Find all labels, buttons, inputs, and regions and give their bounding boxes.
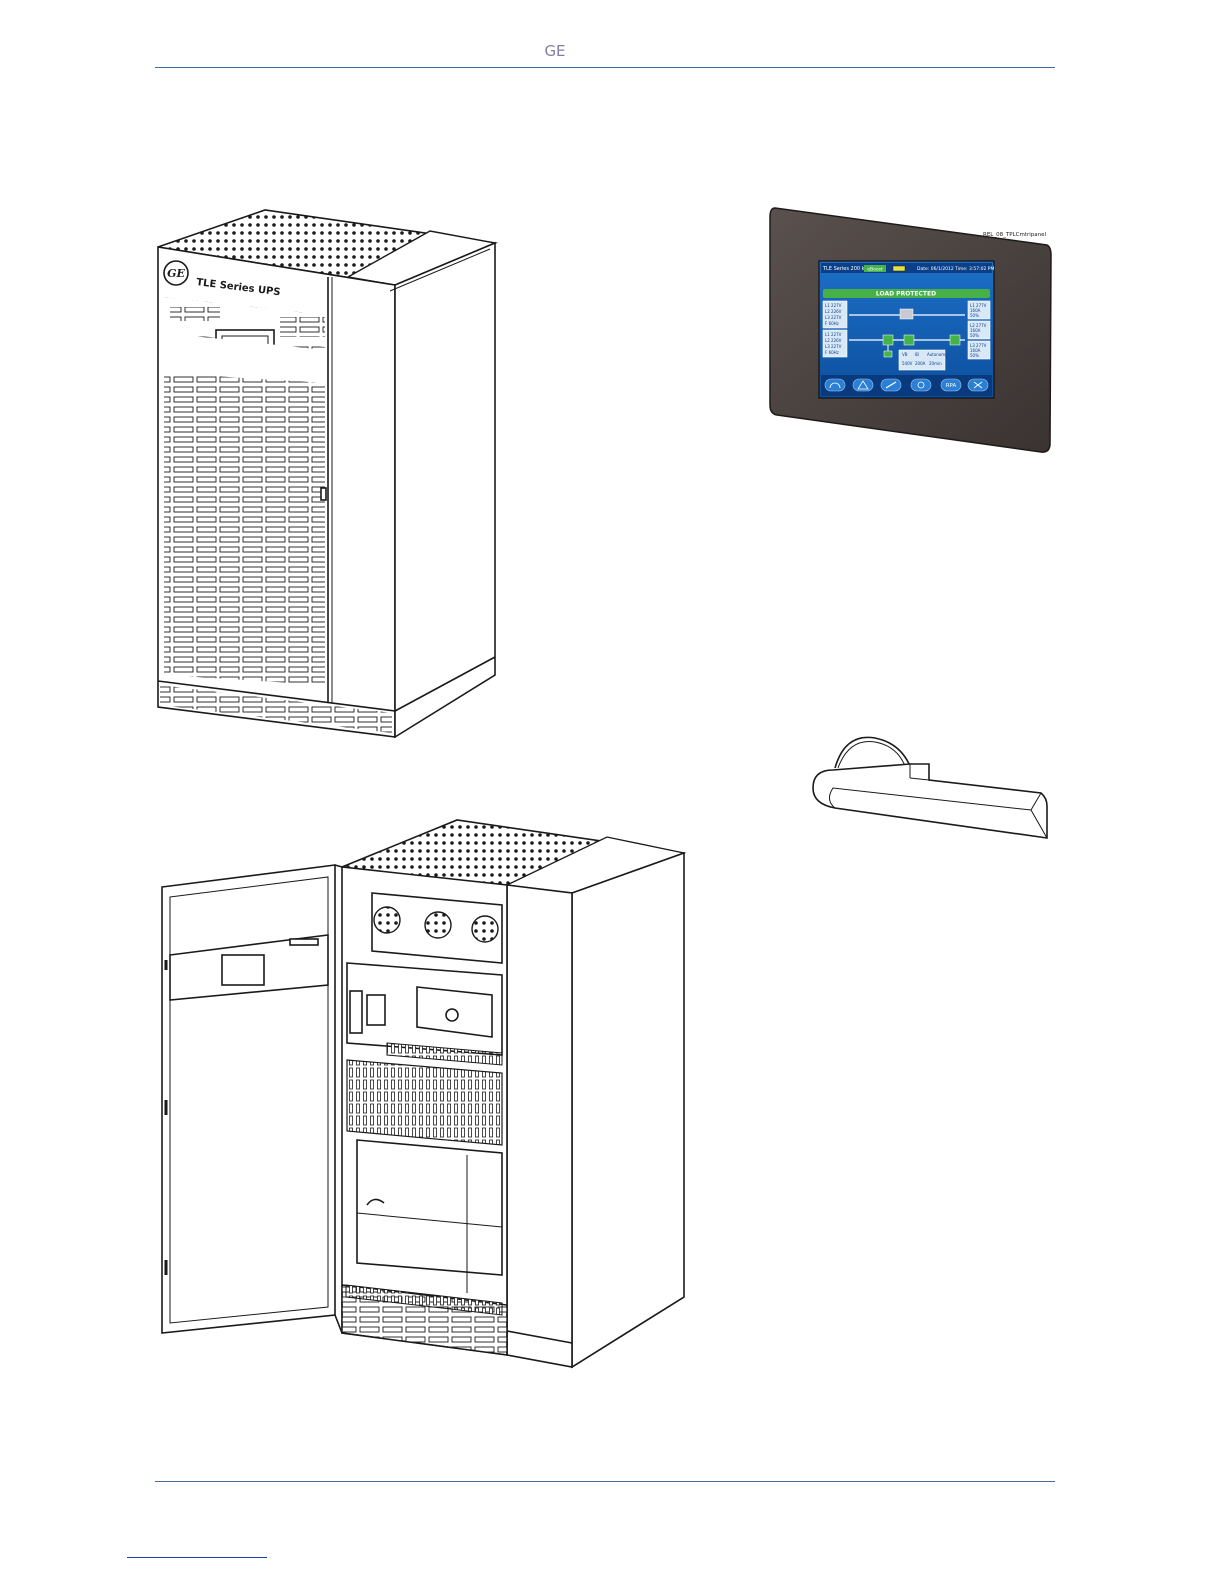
bat-vb-label: VB [902,352,908,357]
ups-closed-illustration: GE TLE Series UPS [150,205,510,745]
control-panel-illustration: REL_08_TPLCmtripanel TLE Series 200 kVA … [765,205,1055,460]
load-status: LOAD PROTECTED [876,291,936,298]
out1-pct: 50% [970,313,979,318]
out3-pct: 50% [970,353,979,358]
bypass-l3: L3 227V [825,344,842,349]
bat-ib-label: IB [915,352,919,357]
footnote-rule [127,1557,267,1558]
header-brand: GE [0,42,1110,60]
bat-autonomy: 20min [929,361,942,366]
header-rule [155,67,1055,68]
screen-date: Date: 06/1/2012 [917,266,954,272]
ups-open-illustration [152,815,692,1375]
rpa-label: RPA [946,383,957,389]
input-l1: L1 227V [825,303,842,308]
screen-time: Time: 3:57:02 PM [954,266,994,272]
gauge-icon [825,379,845,391]
settings-icon [911,379,931,391]
footer-rule [155,1481,1055,1482]
bypass-l1: L1 227V [825,332,842,337]
input-l3: L3 227V [825,315,842,320]
bypass-f: F 60Hz [825,350,839,355]
ge-logo: GE [167,267,185,280]
input-f: F 60Hz [825,321,839,326]
input-l2: L2 226V [825,309,842,314]
panel-code: REL_08_TPLCmtripanel [983,232,1046,238]
mode-badge: eBoost [867,267,883,273]
bypass-l2: L2 226V [825,338,842,343]
bypass-handle-illustration [805,728,1055,843]
bat-autonomy-label: Autonomy [927,352,948,357]
bat-ib: 200A [915,361,926,366]
out2-pct: 50% [970,333,979,338]
bat-vb: 540V [902,361,913,366]
